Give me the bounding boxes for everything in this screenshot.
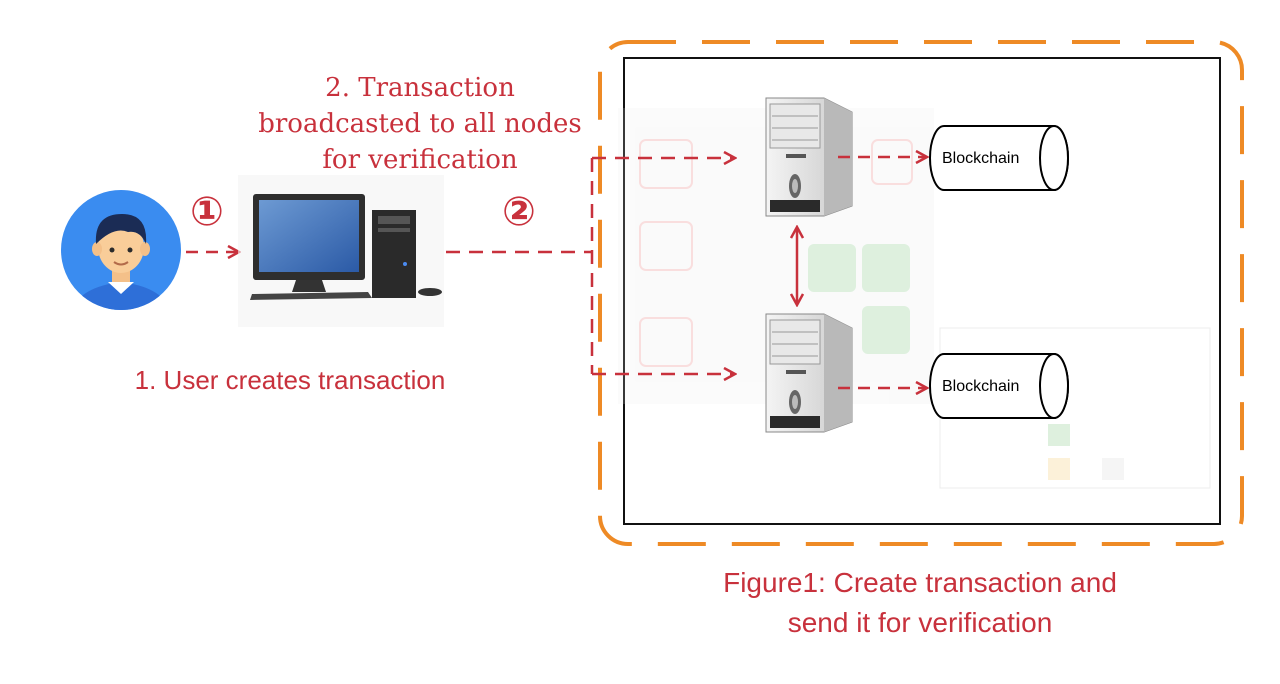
- desktop-computer-icon: [238, 175, 444, 327]
- blockchain-label-top: Blockchain: [942, 150, 1019, 167]
- figure-caption: Figure1: Create transaction and send it …: [723, 567, 1117, 638]
- network-boundary: [598, 40, 1244, 546]
- step2-marker: ②: [502, 189, 536, 235]
- server-tower-icon: [765, 313, 853, 433]
- step1-caption: 1. User creates transaction: [134, 365, 446, 395]
- database-cylinder-icon: [929, 353, 1069, 419]
- broadcast-connector: [446, 158, 734, 374]
- user-avatar-icon: [61, 190, 181, 310]
- database-cylinder-icon: [929, 125, 1069, 191]
- network-frame: [623, 57, 1221, 525]
- blockchain-label-bottom: Blockchain: [942, 378, 1019, 395]
- step1-marker: ①: [190, 189, 224, 235]
- step2-caption: 2. Transaction broadcasted to all nodes …: [258, 73, 582, 175]
